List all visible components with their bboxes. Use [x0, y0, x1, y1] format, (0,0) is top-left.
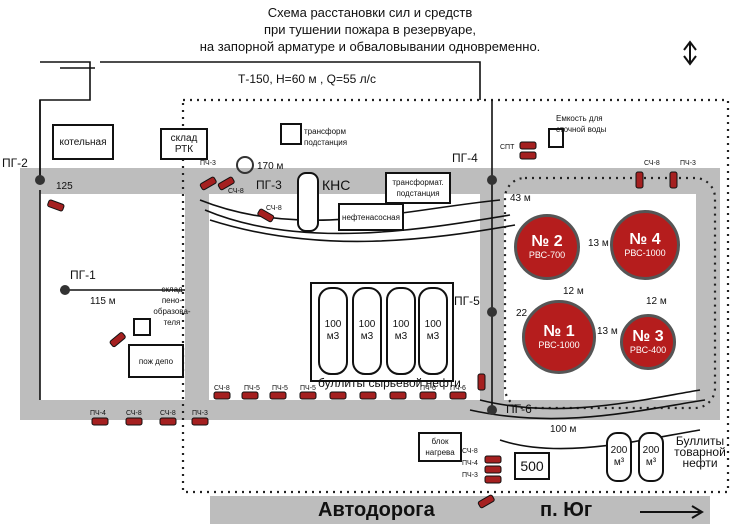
direction-label: п. Юг	[540, 499, 593, 521]
truck-b9: ПЧ-6	[420, 385, 436, 392]
transformer-box	[280, 123, 302, 145]
raw-bullets-caption: буллиты сырьевой нефти	[318, 376, 461, 390]
truck-b10: ПЧ-6	[450, 385, 466, 392]
raw-bullets-group	[310, 282, 454, 382]
hydrant-pg6: ПГ-6	[506, 402, 532, 416]
road-label: Автодорога	[318, 499, 435, 521]
tank-3-type: РВС-400	[629, 345, 667, 355]
distance-13a: 13 м	[588, 238, 609, 249]
heating-block: блок нагрева	[418, 432, 462, 462]
hydrant-pg5: ПГ-5	[454, 294, 480, 308]
truck-t4: ПЧ-3	[680, 160, 696, 167]
tank-1: № 1 РВС-1000	[522, 300, 596, 374]
oil-pump-station: нефтенасосная	[338, 203, 404, 231]
raw-bullet-4: 100 м3	[418, 287, 448, 375]
truck-t5: СПТ	[500, 144, 515, 151]
transformer-substation: трансформат. подстанция	[385, 172, 451, 204]
truck-b7: ПЧ-5	[272, 385, 288, 392]
truck-t6: СЧ-8	[644, 160, 660, 167]
flow-params: Т-150, Н=60 м , Q=55 л/с	[238, 72, 376, 86]
product-tank-2: 200 м³	[638, 432, 664, 482]
distance-12b: 12 м	[646, 296, 667, 307]
truck-b3: СЧ-8	[160, 410, 176, 417]
fire-depot: пож депо	[128, 344, 184, 378]
tank-4: № 4 РВС-1000	[610, 210, 680, 280]
hydrant-pg2: ПГ-2	[2, 156, 28, 170]
tank-4-type: РВС-1000	[624, 248, 666, 258]
kns-label: КНС	[322, 177, 351, 193]
truck-t2: СЧ-8	[266, 205, 282, 212]
raw-bullet-3: 100 м3	[386, 287, 416, 375]
truck-b1: ПЧ-4	[90, 410, 106, 417]
rtk-warehouse: склад РТК	[160, 128, 208, 160]
drain-box	[548, 128, 564, 148]
raw-bullet-2: 100 м3	[352, 287, 382, 375]
fence	[181, 98, 730, 494]
truck-r3: ПЧ-3	[462, 472, 478, 479]
north-arrow-icon	[683, 40, 697, 66]
truck-b5: СЧ-8	[214, 385, 230, 392]
tank-2-number: № 2	[531, 233, 563, 250]
title-line-1: Схема расстановки сил и средств	[267, 5, 473, 20]
block-500: 500	[514, 452, 550, 480]
distance-pg1: 115 м	[90, 296, 116, 307]
title-line-3: на запорной арматуре и обваловывании одн…	[199, 39, 541, 54]
distance-pg3: 170 м	[257, 161, 284, 172]
distance-100: 100 м	[550, 424, 577, 435]
distance-43: 43 м	[510, 193, 531, 204]
foam-store-box	[133, 318, 151, 336]
transformer-label: трансформ подстанция	[304, 127, 348, 147]
tank-3: № 3 РВС-400	[620, 314, 676, 370]
direction-arrow-icon	[640, 505, 704, 519]
foam-store-label: склад пено-образова-теля	[153, 285, 191, 327]
distance-13b: 13 м	[597, 326, 618, 337]
distance-22: 22	[516, 308, 528, 319]
title-line-2: при тушении пожара в резервуаре,	[263, 22, 477, 37]
truck-t1: ПЧ-3	[200, 160, 216, 167]
tank-2-type: РВС-700	[528, 250, 566, 260]
raw-bullet-1: 100 м3	[318, 287, 348, 375]
hydrant-pg1: ПГ-1	[70, 268, 96, 282]
tank-4-number: № 4	[629, 231, 661, 248]
hydrant-pg3: ПГ-3	[256, 178, 282, 192]
hydrant-markers	[35, 156, 497, 415]
boiler-house: котельная	[52, 124, 114, 160]
tank-1-number: № 1	[543, 323, 575, 340]
tank-3-number: № 3	[632, 328, 664, 345]
truck-t3: СЧ-8	[228, 188, 244, 195]
truck-b4: ПЧ-3	[192, 410, 208, 417]
hydrant-pg4: ПГ-4	[452, 151, 478, 165]
product-tank-1: 200 м³	[606, 432, 632, 482]
distance-pg2: 125	[56, 181, 73, 192]
pipes	[39, 61, 706, 450]
tank-2: № 2 РВС-700	[514, 214, 580, 280]
truck-b8: ПЧ-5	[300, 385, 316, 392]
drain-tank-label: Емкость для сточной воды	[556, 114, 607, 134]
truck-r1: СЧ-8	[462, 448, 478, 455]
truck-r2: ПЧ-4	[462, 460, 478, 467]
diagram-title: Схема расстановки сил и средств при туше…	[150, 4, 590, 55]
truck-b2: СЧ-8	[126, 410, 142, 417]
product-tanks-caption: Буллиты товарной нефти	[674, 434, 726, 470]
truck-markers	[47, 141, 678, 509]
truck-b6: ПЧ-5	[244, 385, 260, 392]
distance-12a: 12 м	[563, 286, 584, 297]
tank-1-type: РВС-1000	[538, 340, 580, 350]
kns-tank	[297, 172, 319, 232]
